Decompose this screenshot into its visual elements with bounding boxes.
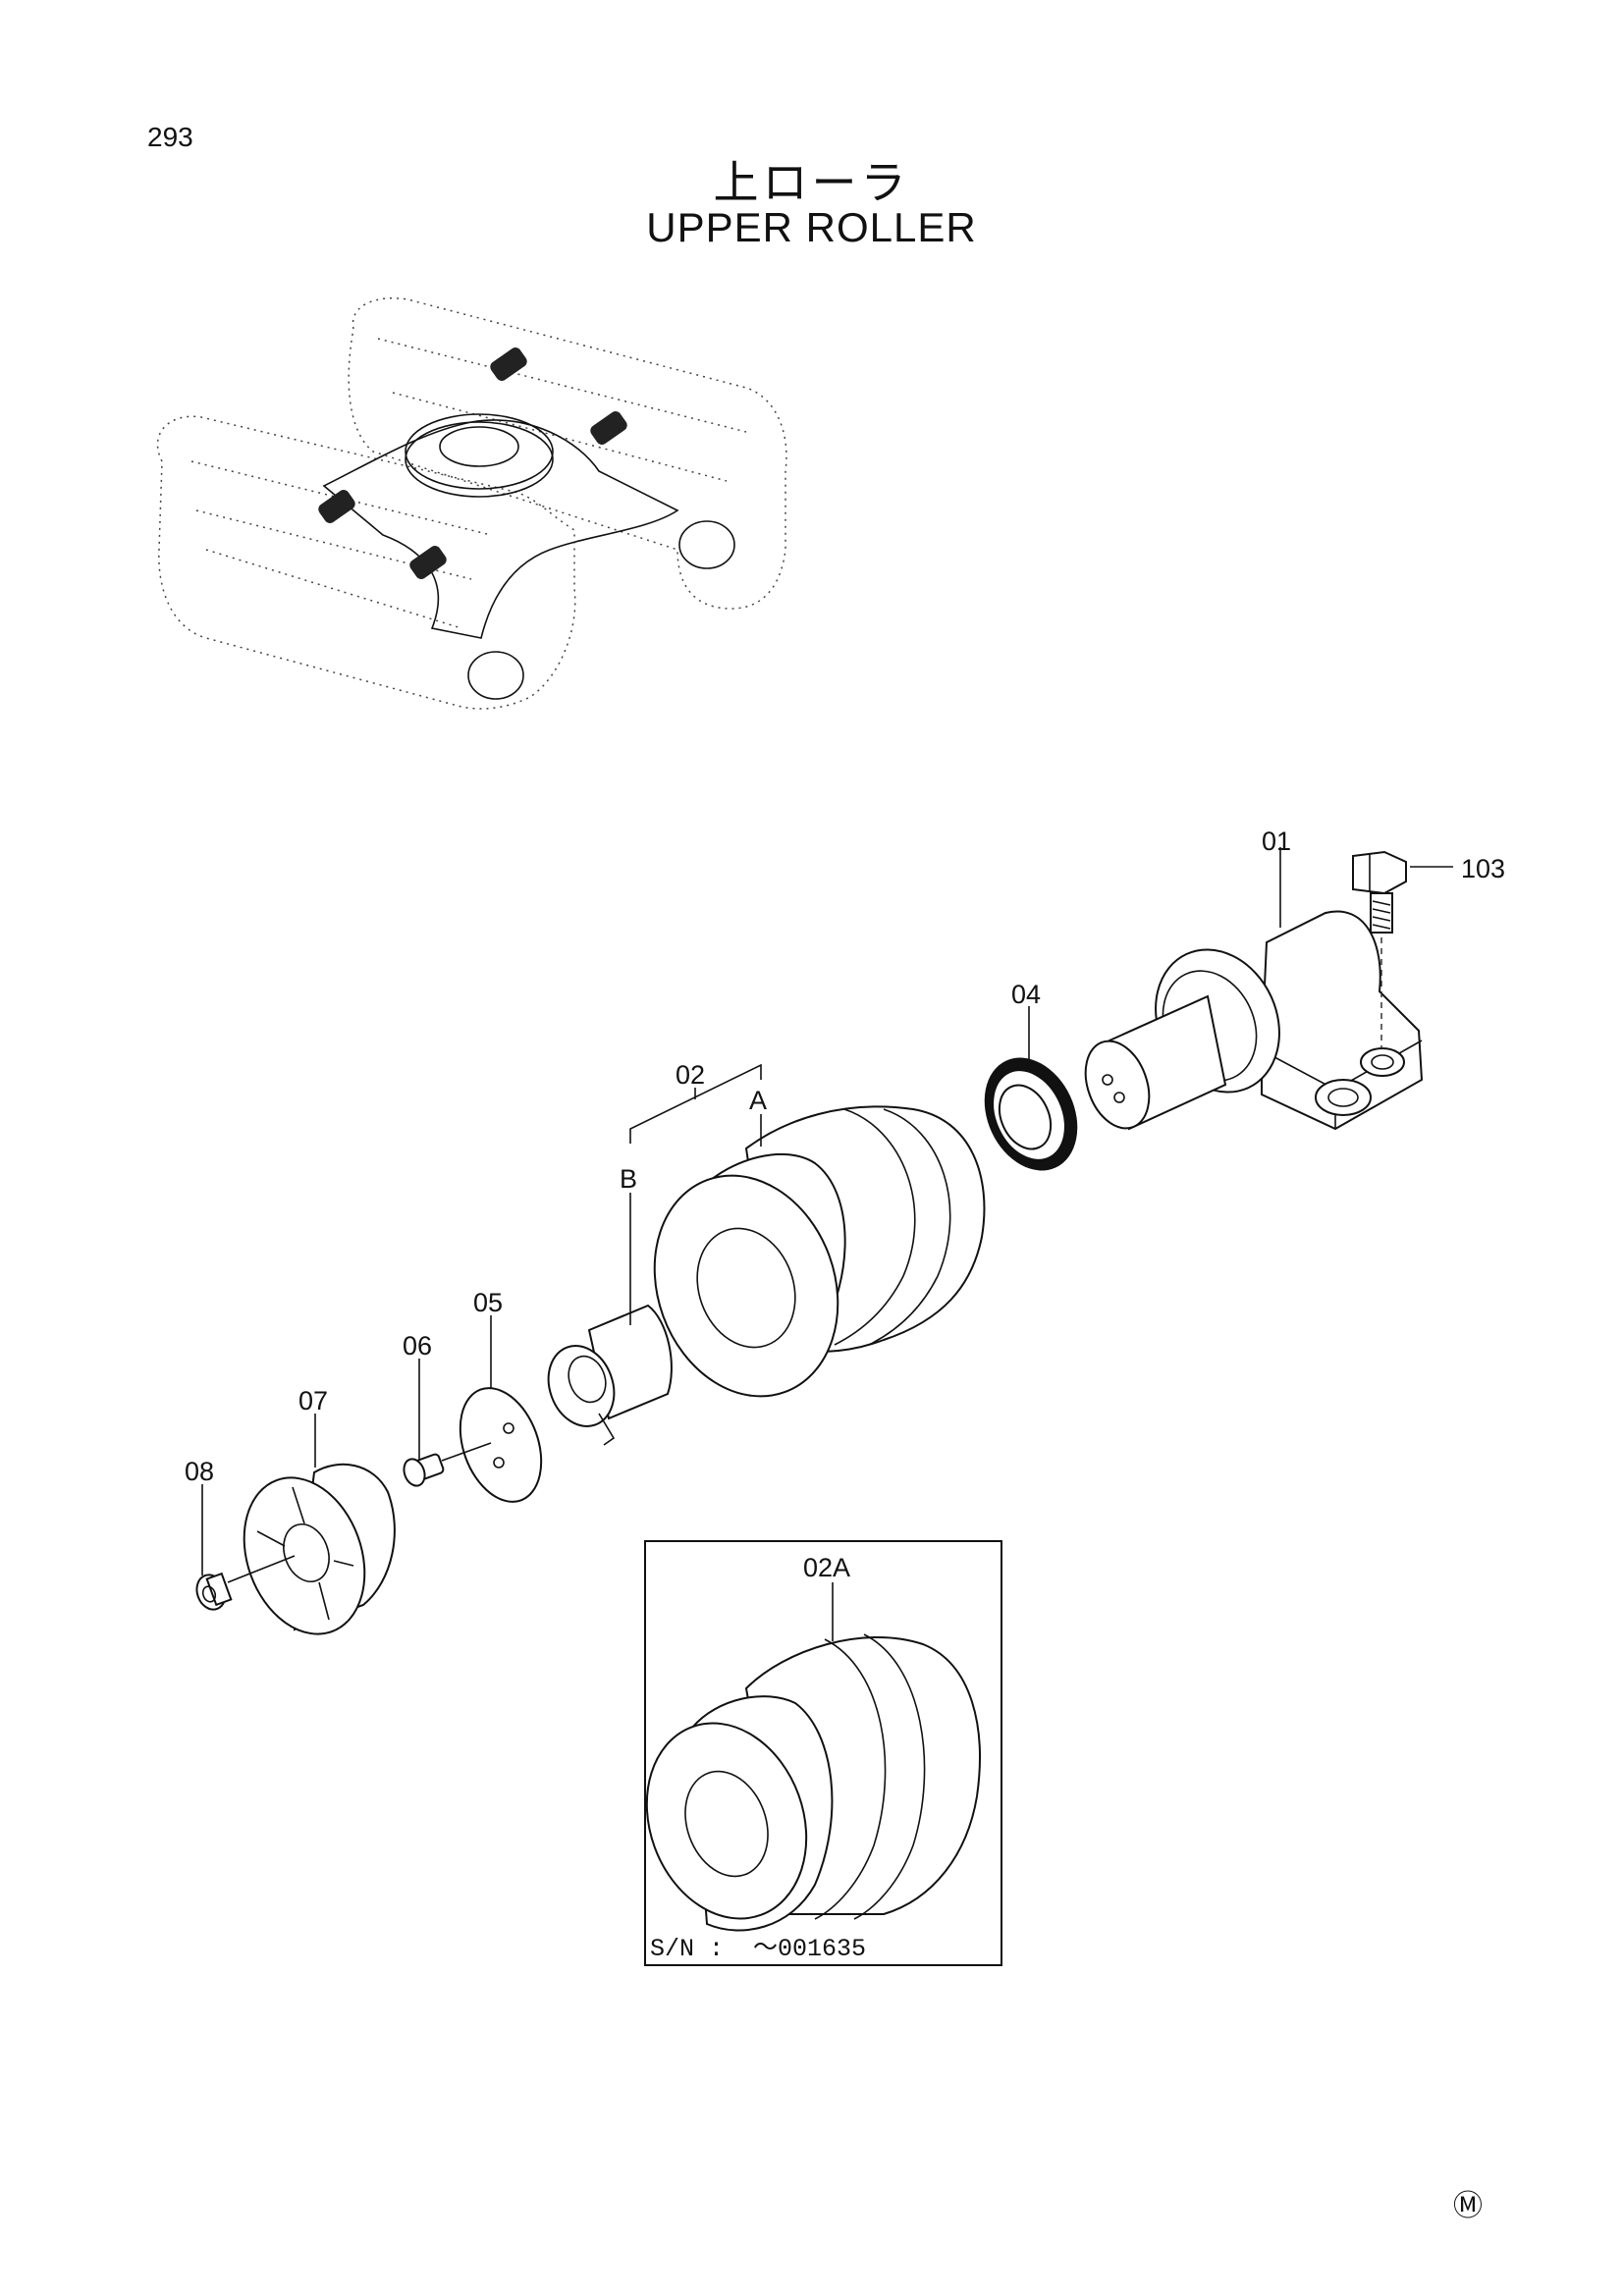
end-cover-icon [243,1463,396,1635]
thrust-plate-icon [459,1387,543,1503]
page-number: 293 [147,122,193,152]
maker-mark: Ⓜ [1453,2190,1483,2222]
page-title: UPPER ROLLER [646,204,977,250]
roller-variant-icon [645,1633,981,1932]
screw-icon [403,1442,492,1487]
plug-icon [195,1555,296,1611]
callout-01: 01 [1262,827,1291,856]
seal-ring-icon [984,1057,1078,1171]
callout-02: 02 [676,1060,705,1090]
callout-05: 05 [473,1288,503,1317]
bolt-icon [1352,850,1407,934]
roller-bracket-icon [1084,910,1424,1131]
page-title-japanese: 上ローラ [713,157,910,208]
upper-roller-highlight [318,347,627,579]
callout-A: A [749,1086,767,1115]
roller-body-icon [653,1105,986,1398]
undercarriage-overview-drawing [156,297,787,710]
serial-number-note: S/N : ～001635 [650,1935,866,1963]
callout-103: 103 [1461,854,1505,883]
inset-box [644,1540,1002,1966]
bushing-icon [547,1304,673,1446]
callout-02A: 02A [803,1553,850,1582]
callout-06: 06 [403,1331,432,1361]
callout-08: 08 [185,1457,214,1486]
callout-04: 04 [1011,980,1041,1009]
callout-B: B [620,1164,637,1194]
callout-07: 07 [298,1386,328,1415]
